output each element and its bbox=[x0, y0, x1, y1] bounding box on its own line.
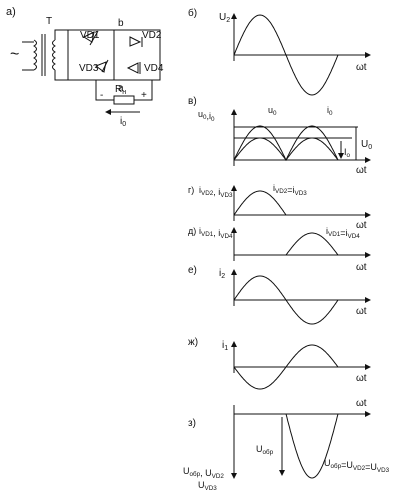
panel-z-reverse-voltage-wave bbox=[234, 413, 339, 479]
panel-z-label: з) bbox=[188, 418, 196, 429]
diode-vd1 bbox=[82, 30, 99, 46]
current-label: i0 bbox=[120, 116, 126, 128]
secondary-leads bbox=[54, 29, 68, 81]
vd4-label: VD4 bbox=[144, 63, 164, 74]
panel-v-u0-wave bbox=[233, 125, 339, 162]
panel-v-u0-label: u0 bbox=[268, 105, 277, 117]
panel-d-note: iVD1=iVD4 bbox=[326, 226, 360, 240]
panel-e-label: е) bbox=[188, 265, 197, 276]
vd2-label: VD2 bbox=[142, 30, 162, 41]
panel-d-xlabel: ωt bbox=[356, 262, 367, 273]
panel-zh-xlabel: ωt bbox=[356, 373, 367, 384]
panel-b-label: б) bbox=[188, 7, 197, 19]
panel-zh-ylabel: i1 bbox=[222, 340, 228, 352]
panel-b-voltage-wave bbox=[233, 14, 339, 96]
panel-v-U0-text: U0 bbox=[361, 139, 372, 151]
diode-vd2 bbox=[129, 36, 143, 47]
transformer-core bbox=[41, 34, 46, 76]
panel-g-label: г) bbox=[188, 185, 194, 195]
panel-v-ylabel: u0,i0 bbox=[198, 109, 215, 123]
panel-zh-current-wave bbox=[233, 344, 339, 390]
panel-v-label: в) bbox=[188, 96, 197, 107]
secondary-winding bbox=[52, 39, 56, 71]
panel-g-note: iVD2=iVD3 bbox=[273, 183, 307, 197]
panel-d-ylabel: iVD1, iVD4 bbox=[199, 226, 233, 240]
minus-sign: - bbox=[100, 90, 103, 101]
panel-b-xlabel: ωt bbox=[356, 62, 367, 73]
panel-v-I0-text: Io bbox=[344, 147, 351, 159]
panel-e-current-wave bbox=[233, 275, 339, 325]
bridge-frame bbox=[67, 29, 161, 81]
panel-z-amplitude-label: Uобр bbox=[256, 444, 274, 456]
plus-sign: + bbox=[141, 90, 147, 101]
node-a: a bbox=[118, 83, 124, 94]
panel-g-xlabel: ωt bbox=[356, 220, 367, 231]
panel-zh-label: ж) bbox=[188, 337, 198, 348]
circuit-label: а) bbox=[6, 6, 16, 18]
panel-z-ylabel-line2: UVD3 bbox=[198, 480, 217, 492]
primary-winding bbox=[33, 39, 37, 71]
panel-d-current-wave bbox=[285, 232, 339, 256]
panel-g-current-wave bbox=[233, 190, 287, 216]
bridge-circuit: а) ~ T b a bbox=[6, 6, 164, 128]
panel-z-equation: Uобр=UVD2=UVD3 bbox=[324, 458, 390, 474]
load-leads bbox=[95, 80, 153, 101]
ac-source-symbol: ~ bbox=[10, 46, 19, 63]
input-leads bbox=[22, 41, 34, 71]
vd1-label: VD1 bbox=[80, 30, 100, 41]
panel-z-ylabel-line1: Uобр, UVD2 bbox=[183, 466, 224, 480]
panel-e-xlabel: ωt bbox=[356, 306, 367, 317]
panel-d-label: д) bbox=[188, 226, 196, 236]
transformer-label: T bbox=[46, 16, 52, 27]
panel-g-ylabel: iVD2, iVD3 bbox=[199, 185, 233, 199]
load-resistor bbox=[113, 95, 135, 105]
panel-v-i0-wave bbox=[233, 137, 339, 161]
panel-v-xlabel: ωt bbox=[356, 165, 367, 176]
node-b: b bbox=[118, 18, 124, 29]
diode-vd3 bbox=[94, 59, 109, 73]
panel-e-ylabel: i2 bbox=[219, 268, 225, 280]
load-label: Rн bbox=[115, 84, 126, 96]
vd3-label: VD3 bbox=[79, 63, 99, 74]
panel-b-ylabel: U2 bbox=[219, 12, 230, 24]
diode-vd4 bbox=[126, 62, 141, 74]
panel-z-xlabel: ωt bbox=[356, 398, 367, 409]
panel-v-i0-label: i0 bbox=[327, 105, 333, 117]
